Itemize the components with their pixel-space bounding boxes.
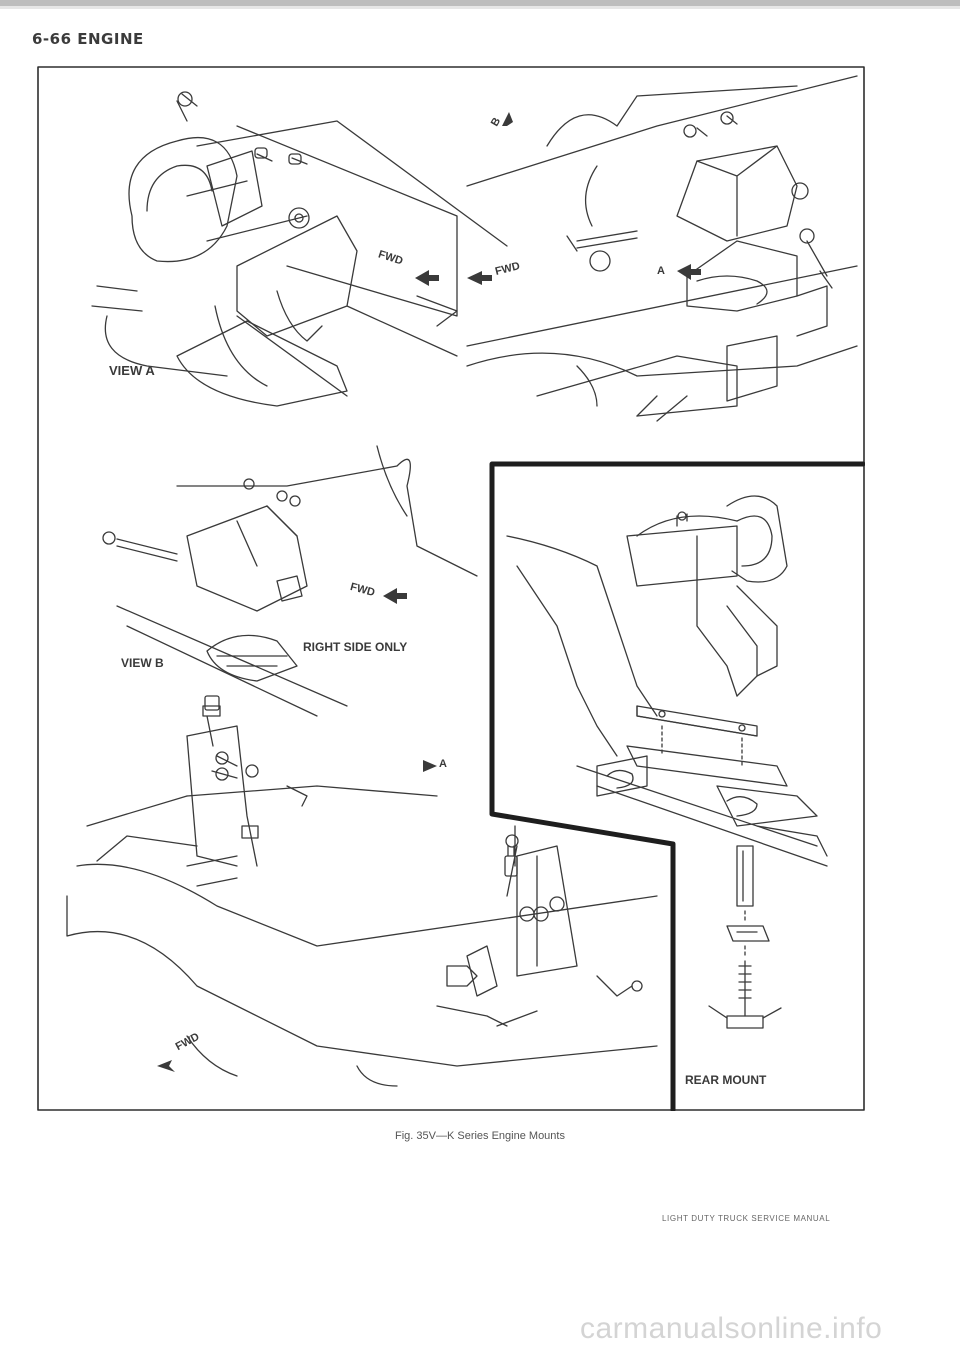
engine-mounts-illustration xyxy=(37,66,865,1111)
a-arrow-top xyxy=(677,264,701,280)
top-rule-shadow xyxy=(0,6,960,9)
engine-mounts-figure: VIEW A VIEW B RIGHT SIDE ONLY REAR MOUNT… xyxy=(37,66,865,1111)
top-rule xyxy=(0,0,960,6)
figure-frame xyxy=(37,66,865,1111)
fwd-arrow-view-b xyxy=(383,588,407,604)
manual-footer: LIGHT DUTY TRUCK SERVICE MANUAL xyxy=(662,1214,831,1223)
view-b-drawing xyxy=(102,445,478,717)
fwd-arrow-top-right xyxy=(467,271,492,285)
view-a-drawing xyxy=(91,91,508,407)
running-head: 6-66 ENGINE xyxy=(32,30,144,48)
b-arrow xyxy=(502,112,513,126)
a-arrow-bottom xyxy=(423,760,437,772)
rear-mount-inset-border xyxy=(489,461,865,1111)
fwd-arrow-view-a xyxy=(415,270,439,286)
view-b-label: VIEW B xyxy=(121,656,164,670)
arrow-a-label-top: A xyxy=(657,265,665,277)
watermark: carmanualsonline.info xyxy=(580,1312,883,1345)
fwd-arrow-bottom xyxy=(157,1060,175,1072)
arrow-a-label-bottom: A xyxy=(439,758,447,770)
rear-mount-label: REAR MOUNT xyxy=(685,1073,767,1087)
view-a-label: VIEW A xyxy=(109,363,155,378)
direction-arrows xyxy=(157,112,701,1072)
right-side-only-label: RIGHT SIDE ONLY xyxy=(303,640,408,654)
top-right-drawing xyxy=(466,75,858,422)
figure-caption: Fig. 35V—K Series Engine Mounts xyxy=(395,1130,565,1142)
frame-bracket-drawing xyxy=(66,695,658,1087)
rear-mount-drawing xyxy=(506,495,828,1029)
